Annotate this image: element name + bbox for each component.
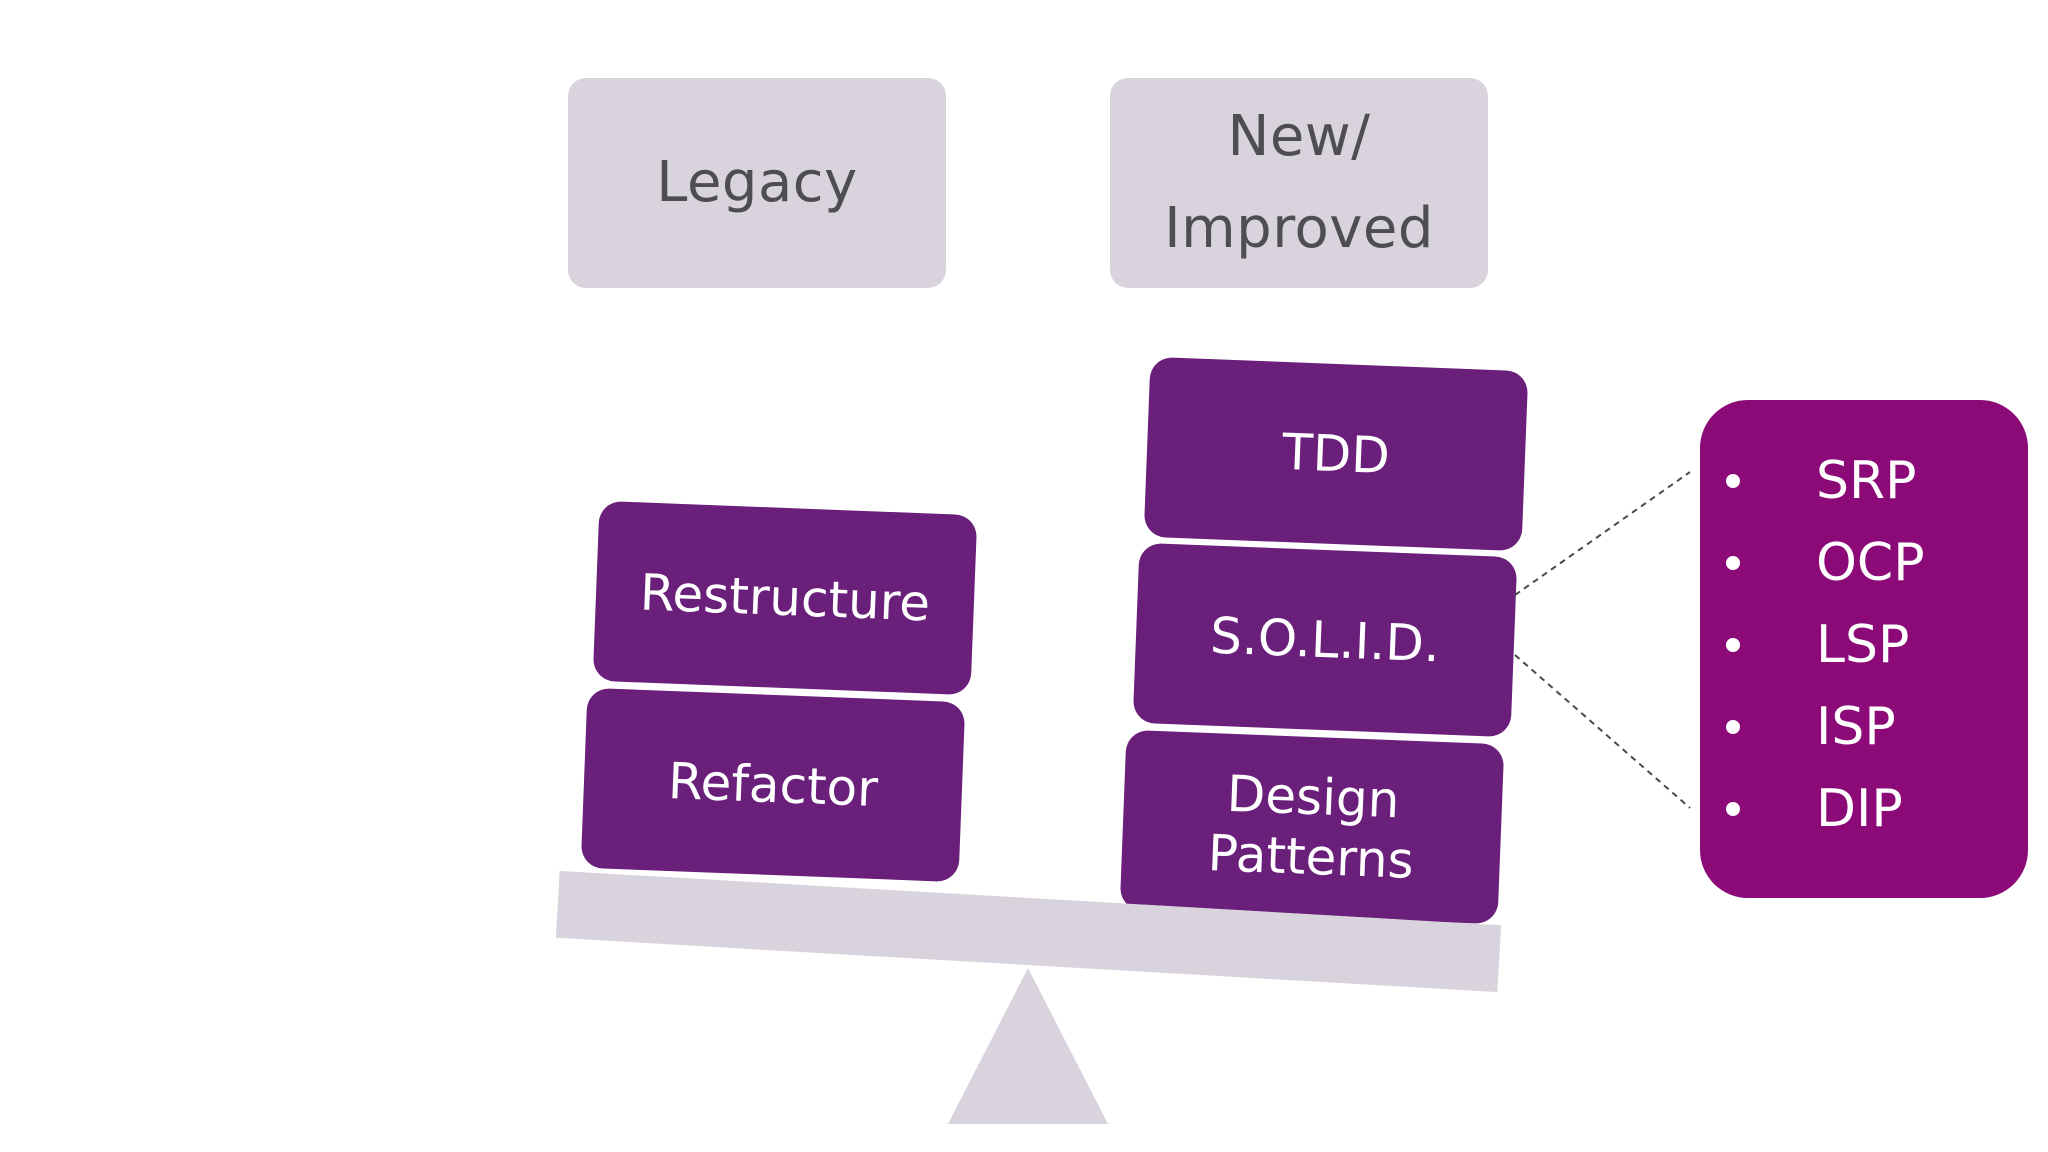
bullet-icon [1726, 556, 1740, 570]
balance-fulcrum [948, 968, 1108, 1124]
design-patterns-block: Design Patterns [1119, 729, 1505, 925]
bullet-icon [1726, 638, 1740, 652]
legacy-label-box: Legacy [568, 78, 946, 288]
principle-label: DIP [1816, 779, 1903, 839]
restructure-label: Restructure [638, 563, 932, 633]
principle-label: OCP [1816, 533, 1925, 593]
connector-line-top [1514, 471, 1691, 596]
bullet-icon [1726, 802, 1740, 816]
tdd-label: TDD [1281, 422, 1391, 486]
bullet-icon [1726, 474, 1740, 488]
refactor-block: Refactor [580, 687, 966, 883]
tdd-block: TDD [1143, 356, 1529, 552]
solid-label: S.O.L.I.D. [1209, 606, 1441, 674]
new-improved-label-line1: New/ [1227, 104, 1371, 169]
principle-item: DIP [1700, 768, 2028, 850]
solid-principles-list: SRP OCP LSP ISP DIP [1700, 400, 2028, 898]
solid-block: S.O.L.I.D. [1132, 542, 1518, 738]
new-improved-label-line2: Improved [1164, 196, 1434, 261]
refactor-label: Refactor [667, 751, 879, 819]
connector-line-bottom [1514, 654, 1691, 809]
design-patterns-label-line1: Design [1225, 764, 1401, 830]
principle-label: SRP [1816, 451, 1917, 511]
principle-item: LSP [1700, 604, 2028, 686]
principle-label: LSP [1816, 615, 1910, 675]
principle-label: ISP [1816, 697, 1896, 757]
principle-item: ISP [1700, 686, 2028, 768]
bullet-icon [1726, 720, 1740, 734]
restructure-block: Restructure [592, 500, 978, 696]
principle-item: OCP [1700, 522, 2028, 604]
legacy-label: Legacy [656, 150, 858, 215]
design-patterns-label-line2: Patterns [1206, 824, 1415, 890]
principle-item: SRP [1700, 440, 2028, 522]
new-improved-label-box: New/ Improved [1110, 78, 1488, 288]
